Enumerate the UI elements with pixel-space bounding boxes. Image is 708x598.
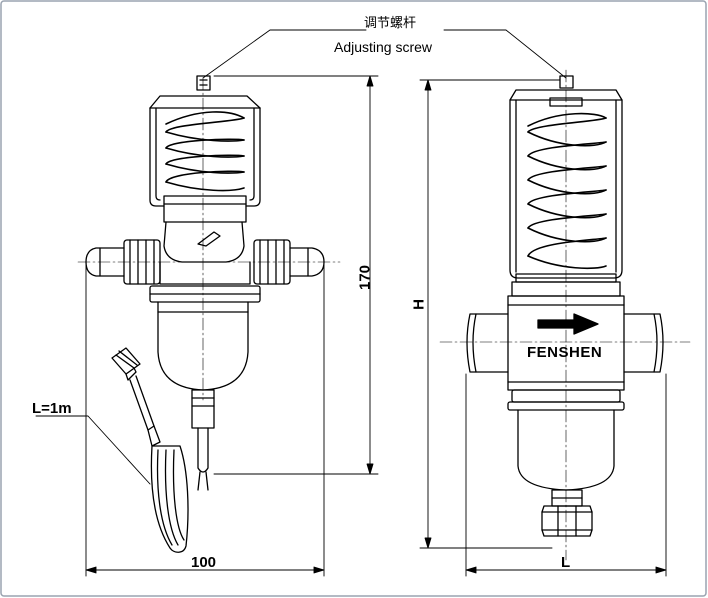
dim-170 xyxy=(213,75,379,475)
side-arrow-mark xyxy=(197,231,221,247)
adjusting-screw-leaders xyxy=(202,29,567,79)
side-bonnet-base xyxy=(163,195,247,223)
brand-label: FENSHEN xyxy=(527,344,603,361)
side-body-upper xyxy=(163,221,245,263)
dim-170-label: 170 xyxy=(356,264,374,291)
dim-100-label: 100 xyxy=(191,554,217,571)
dim-L xyxy=(465,373,667,577)
adjusting-screw-label-en: Adjusting screw xyxy=(334,39,433,55)
dim-100 xyxy=(85,261,325,577)
side-sensor-stem xyxy=(191,389,215,491)
side-bonnet-cap xyxy=(149,95,261,109)
flow-arrow-icon xyxy=(537,313,599,335)
front-view-valve xyxy=(439,69,691,561)
front-right-pipe xyxy=(623,313,664,373)
side-adjusting-screw xyxy=(196,75,211,91)
adjusting-screw-label-cn: 调节螺杆 xyxy=(364,16,417,31)
front-bonnet-frame xyxy=(509,99,623,279)
front-spring xyxy=(527,112,607,270)
side-bonnet-frame xyxy=(149,107,261,207)
side-capillary xyxy=(111,347,189,553)
dim-L-label: L xyxy=(561,554,571,571)
side-body-middle xyxy=(159,261,251,285)
capillary-length-label: L=1m xyxy=(32,400,72,417)
capillary-leader xyxy=(35,415,151,485)
front-bottom-nut xyxy=(541,489,593,537)
side-view-valve xyxy=(35,75,341,553)
dim-H xyxy=(419,79,561,549)
front-left-pipe xyxy=(466,313,509,373)
side-right-fitting xyxy=(253,239,325,285)
dim-H-label: H xyxy=(410,299,428,310)
side-spring xyxy=(165,111,245,192)
front-bonnet-cap xyxy=(509,89,623,101)
front-adjusting-screw xyxy=(559,75,574,89)
